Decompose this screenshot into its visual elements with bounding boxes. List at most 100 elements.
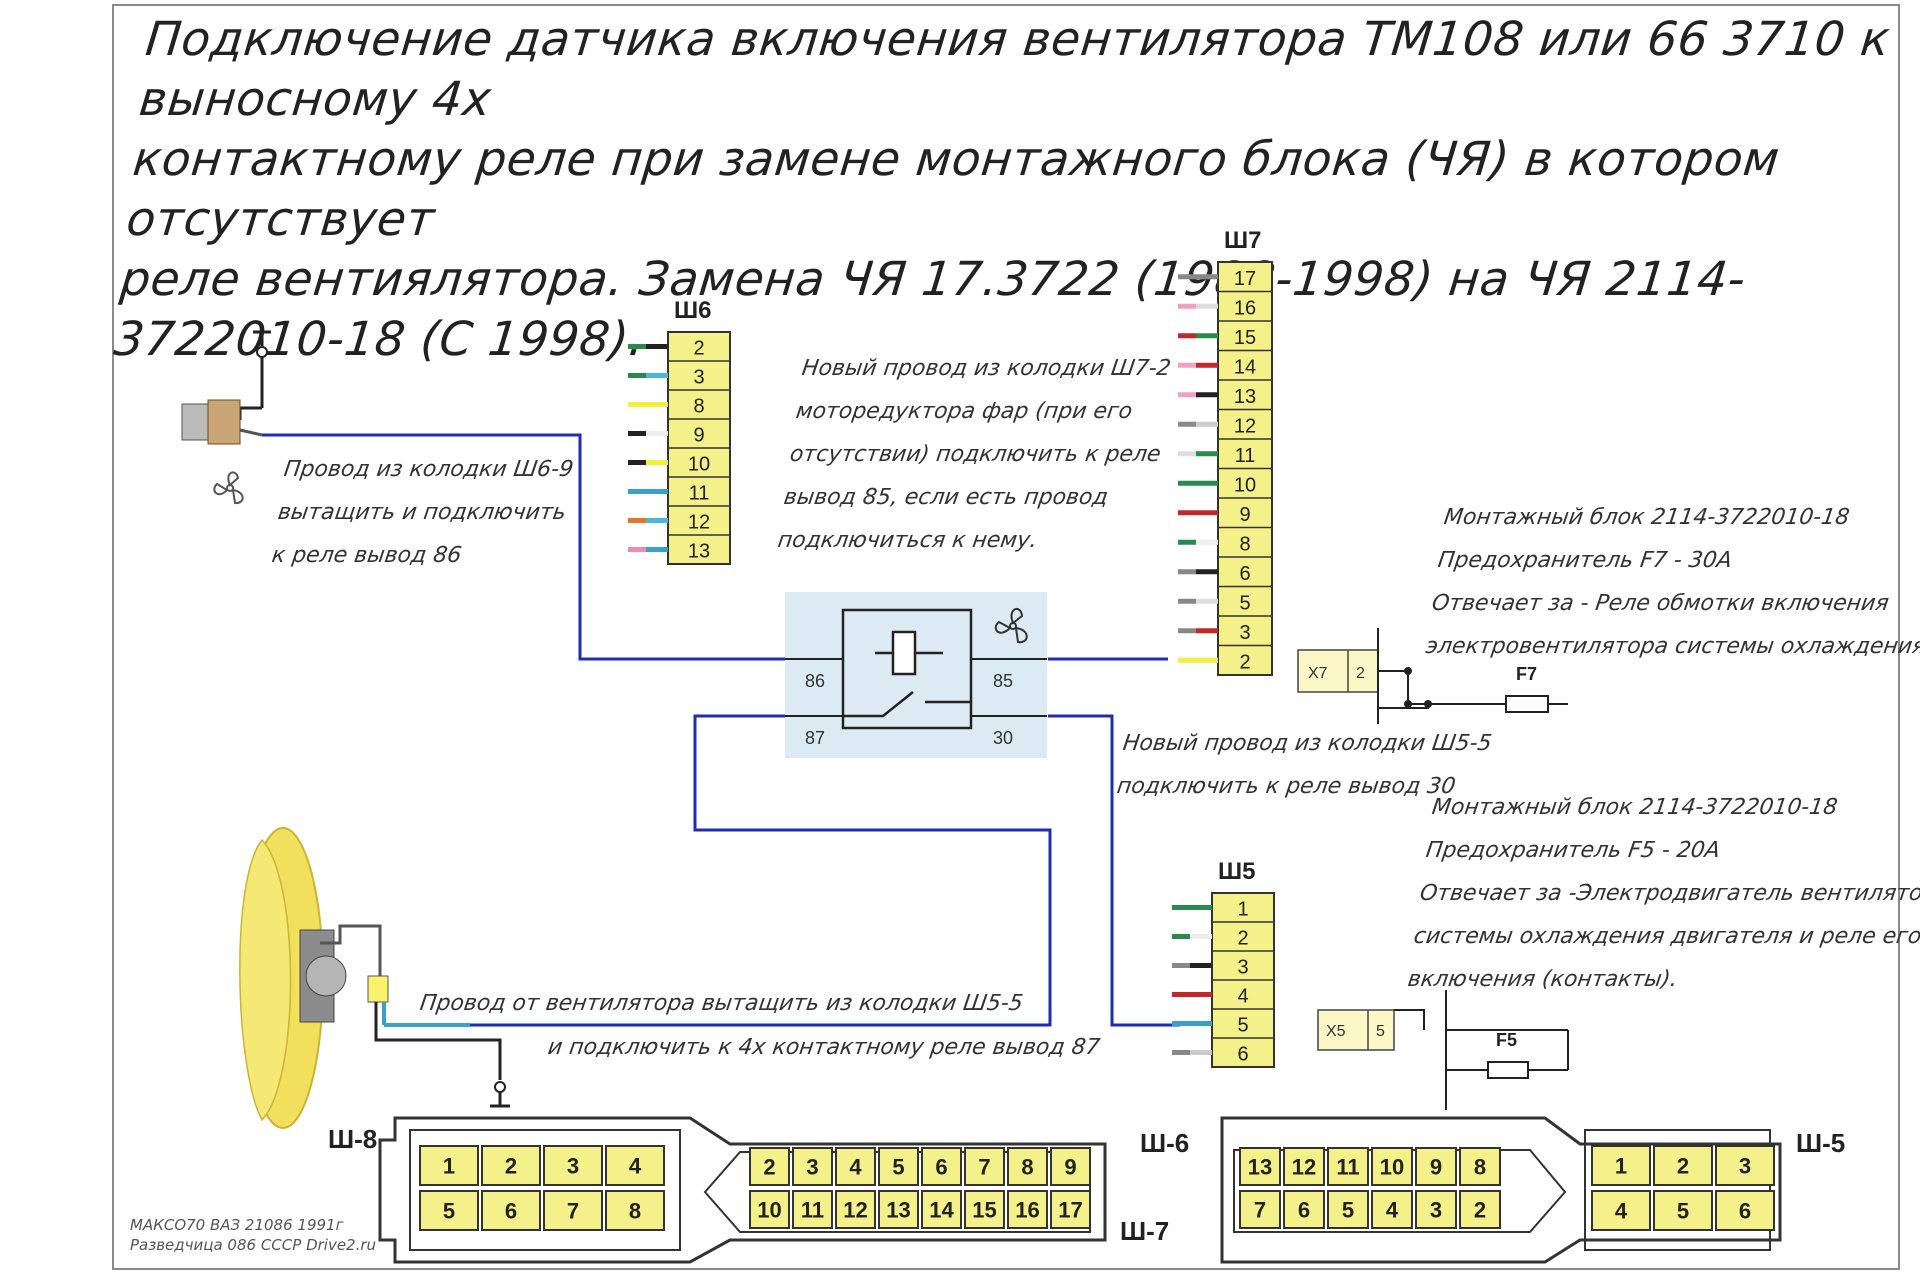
note-line: Отвечает за -Электродвигатель вентилятор… — [1418, 881, 1920, 906]
contact-cell — [1591, 1190, 1651, 1231]
pin-number: 9 — [693, 425, 704, 447]
note-line: Предохранитель F5 - 20А — [1424, 838, 1722, 863]
fan-symbol-icon — [213, 471, 244, 505]
contact-number: 4 — [849, 1155, 862, 1180]
contact-cell — [1327, 1147, 1369, 1186]
relay-pin-30: 30 — [993, 728, 1013, 748]
note-line: вытащить и подключить — [276, 500, 568, 525]
contact-number: 7 — [1254, 1198, 1266, 1223]
contact-number: 14 — [929, 1198, 954, 1223]
note-line: Отвечает за - Реле обмотки включения — [1430, 591, 1891, 616]
contact-cell — [921, 1190, 962, 1229]
contact-cell — [1415, 1147, 1457, 1186]
contact-number: 4 — [1386, 1198, 1399, 1223]
relay-pin-85: 85 — [993, 671, 1013, 691]
f7-connector-label: X7 — [1308, 665, 1328, 682]
note-block-f7: Монтажный блок 2114-3722010-18 Предохран… — [1423, 496, 1920, 668]
pin-number: 2 — [1237, 928, 1248, 950]
pin-number: 8 — [1239, 533, 1250, 555]
contact-number: 1 — [443, 1154, 455, 1179]
contact-number: 6 — [935, 1155, 947, 1180]
pin-number: 12 — [688, 512, 710, 534]
sh8-frame — [409, 1129, 681, 1251]
pin-number: 13 — [1234, 386, 1256, 408]
fuse-block-f7: X7 2 F7 — [1297, 628, 1568, 724]
contact-cell — [1371, 1147, 1413, 1186]
contact-number: 3 — [806, 1155, 818, 1180]
wire-87-to-fan — [470, 714, 1052, 1027]
pin-number: 13 — [688, 541, 710, 563]
contact-cell — [1715, 1145, 1775, 1186]
contact-number: 12 — [843, 1198, 867, 1223]
contact-cell — [1653, 1190, 1713, 1231]
contact-number: 2 — [763, 1155, 775, 1180]
diagram-frame — [112, 4, 1900, 1270]
pin-number: 3 — [693, 367, 704, 389]
pin-number: 10 — [1234, 474, 1256, 496]
relay-pin-87: 87 — [805, 728, 825, 748]
f7-fuse-label: F7 — [1516, 664, 1537, 684]
contact-number: 2 — [1474, 1198, 1486, 1223]
contact-number: 17 — [1058, 1198, 1082, 1223]
contact-number: 8 — [1021, 1155, 1033, 1180]
contact-cell — [792, 1147, 833, 1186]
contact-cell — [1050, 1147, 1091, 1186]
wire-sensor-to-86 — [262, 433, 785, 661]
contact-cell — [792, 1190, 833, 1229]
note-fan-wire-line1: Провод от вентилятора вытащить из колодк… — [417, 982, 1026, 1025]
pin-number: 2 — [1239, 651, 1250, 673]
note-line: включения (контакты). — [1406, 967, 1680, 992]
contact-cell — [1239, 1190, 1281, 1229]
contact-number: 11 — [801, 1198, 824, 1223]
contact-number: 10 — [757, 1198, 781, 1223]
pin-number: 3 — [1239, 622, 1250, 644]
note-block-f5: Монтажный блок 2114-3722010-18 Предохран… — [1405, 786, 1920, 1001]
note-line: Новый провод из колодки Ш5-5 — [1121, 731, 1494, 756]
contact-number: 7 — [567, 1199, 579, 1224]
note-line: электровентилятора системы охлаждения. — [1424, 634, 1920, 659]
contact-cell — [1327, 1190, 1369, 1229]
pin-number: 14 — [1234, 356, 1256, 378]
pin-number: 16 — [1234, 297, 1256, 319]
pin-number: 2 — [693, 338, 704, 360]
note-sensor-wire: Провод из колодки Ш6-9 вытащить и подклю… — [269, 448, 576, 577]
connector-label: Ш-5 — [1796, 1128, 1845, 1158]
pin-number: 1 — [1237, 899, 1248, 921]
contact-number: 5 — [1677, 1199, 1689, 1224]
pin-number: 12 — [1234, 415, 1256, 437]
contact-number: 13 — [1248, 1155, 1272, 1180]
contact-number: 4 — [1615, 1199, 1628, 1224]
note-line: системы охлаждения двигателя и реле его — [1412, 924, 1920, 949]
contact-number: 6 — [1739, 1199, 1751, 1224]
cooling-fan-icon — [239, 827, 510, 1129]
contact-number: 16 — [1015, 1198, 1039, 1223]
sh5-frame — [1584, 1129, 1771, 1251]
temperature-sensor-icon — [181, 330, 271, 445]
contact-number: 13 — [886, 1198, 910, 1223]
author-credit: МАКСО70 ВАЗ 21086 1991г Разведчица 086 С… — [130, 1215, 376, 1255]
pin-number: 8 — [693, 396, 704, 418]
connector-label: Ш5 — [1218, 858, 1255, 885]
contact-cell — [878, 1190, 919, 1229]
contact-cell — [1653, 1145, 1713, 1186]
contact-cell — [964, 1190, 1005, 1229]
contact-cell — [1050, 1190, 1091, 1229]
wires — [262, 433, 1180, 1027]
note-line: Новый провод из колодки Ш7-2 — [800, 356, 1173, 381]
pin-number: 11 — [1235, 445, 1256, 467]
contact-number: 15 — [972, 1198, 996, 1223]
connector-label: Ш7 — [1224, 227, 1261, 254]
note-line: Провод от вентилятора вытащить из колодк… — [418, 991, 1025, 1016]
contact-cell — [835, 1190, 876, 1229]
note-line: Провод из колодки Ш6-9 — [282, 457, 575, 482]
pin-number: 6 — [1239, 563, 1250, 585]
contact-cell — [543, 1145, 603, 1186]
contact-cell — [749, 1147, 790, 1186]
f5-pin-label: 5 — [1376, 1023, 1385, 1040]
contact-number: 8 — [1474, 1155, 1486, 1180]
note-new-wire-85: Новый провод из колодки Ш7-2 моторедукто… — [775, 347, 1176, 562]
note-line: Монтажный блок 2114-3722010-18 — [1430, 795, 1840, 820]
